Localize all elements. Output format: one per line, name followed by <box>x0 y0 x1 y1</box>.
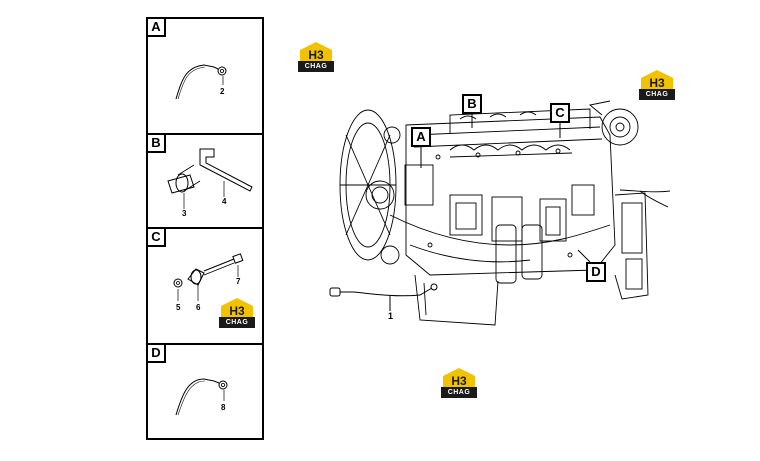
engine-assembly-drawing <box>329 100 670 326</box>
bracket-b-drawing <box>167 148 253 209</box>
part-number: 5 <box>176 303 181 312</box>
detail-panel-column: A 2 B 3 4 C <box>146 17 264 440</box>
detail-panel-b: B 3 4 <box>148 135 262 229</box>
part-number: 2 <box>220 87 225 96</box>
main-part-number: 1 <box>388 311 394 321</box>
h3-chag-logo: H3 CHAG <box>298 42 334 72</box>
part-number: 7 <box>236 277 241 286</box>
detail-panel-c: C 5 6 7 <box>148 229 262 345</box>
svg-text:H3: H3 <box>308 48 324 61</box>
part-number: 8 <box>221 403 226 412</box>
panel-tag: A <box>148 19 166 37</box>
sensor-d-drawing <box>175 378 228 416</box>
house-mark-icon: H3 <box>641 70 673 89</box>
part-number: 6 <box>196 303 201 312</box>
detail-panel-a: A 2 <box>148 19 262 135</box>
part-number: 3 <box>182 209 187 218</box>
callout-b: B <box>462 94 482 114</box>
logo-text: CHAG <box>441 387 477 398</box>
callout-c: C <box>550 103 570 123</box>
logo-text: CHAG <box>298 61 334 72</box>
panel-tag: D <box>148 345 166 363</box>
panel-tag: C <box>148 229 166 247</box>
part-number: 4 <box>222 197 227 206</box>
logo-text: CHAG <box>639 89 675 100</box>
logo-text: CHAG <box>219 317 255 328</box>
sensor-c-drawing <box>173 253 244 301</box>
house-mark-icon: H3 <box>300 42 332 61</box>
callout-a: A <box>411 127 431 147</box>
detail-panel-d: D 8 <box>148 345 262 438</box>
panel-tag: B <box>148 135 166 153</box>
house-mark-icon: H3 <box>443 368 475 387</box>
h3-chag-logo: H3 CHAG <box>441 368 477 398</box>
house-mark-icon: H3 <box>221 298 253 317</box>
h3-chag-logo: H3 CHAG <box>639 70 675 100</box>
callout-d: D <box>586 262 606 282</box>
sensor-a-drawing <box>175 64 227 100</box>
svg-text:H3: H3 <box>229 304 245 317</box>
svg-text:H3: H3 <box>649 76 665 89</box>
svg-text:H3: H3 <box>451 374 467 387</box>
h3-chag-logo: H3 CHAG <box>219 298 255 328</box>
